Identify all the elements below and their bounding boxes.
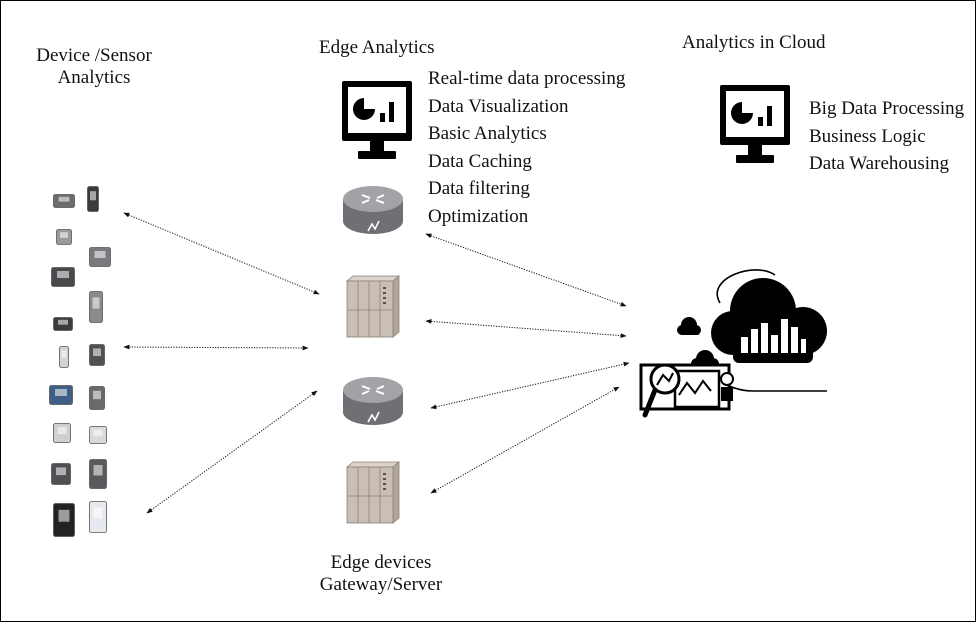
sensor-device-icon xyxy=(49,385,73,405)
cloud-feature-list: Big Data Processing Business Logic Data … xyxy=(809,95,964,178)
cloud-feature-item: Business Logic xyxy=(809,125,926,147)
edge-feature-item: Data Visualization xyxy=(428,95,569,117)
server-rack-icon xyxy=(345,461,401,524)
sensor-device-icon xyxy=(51,463,71,485)
big-cloud-icon xyxy=(711,278,827,363)
sensor-device-icon xyxy=(89,386,105,410)
router-icon xyxy=(343,377,403,425)
cloud-analytics-title: Analytics in Cloud xyxy=(682,32,826,53)
router-icon xyxy=(343,186,403,234)
edge-feature-item: Optimization xyxy=(428,205,529,227)
sensor-device-icon xyxy=(89,459,107,489)
sensor-device-icon xyxy=(89,501,107,533)
cloud-feature-item: Big Data Processing xyxy=(809,98,965,119)
sensor-device-icon xyxy=(53,503,75,537)
device-analytics-title-line2: Analytics xyxy=(57,67,131,88)
cloud-feature-item: Data Warehousing xyxy=(809,153,950,174)
arrow-router2-to-cloud xyxy=(430,361,630,410)
edge-analytics-title: Edge Analytics xyxy=(319,37,435,58)
sensor-device-icon xyxy=(51,267,75,287)
arrow-router-to-cloud xyxy=(425,233,627,307)
sensor-device-icon xyxy=(53,423,71,443)
edge-feature-item: Data filtering xyxy=(428,178,530,199)
analytics-dashboard-icon xyxy=(639,363,734,418)
edge-devices-label: Edge devices Gateway/Server xyxy=(301,552,461,596)
arrow-sensor-to-server xyxy=(123,212,320,295)
cloud-analytics-icon xyxy=(639,269,827,418)
arrow-sensor-to-edge xyxy=(123,344,309,351)
arrow-sensor-to-router xyxy=(146,390,318,514)
small-cloud-icon xyxy=(677,317,701,335)
edge-feature-list: Real-time data processing Data Visualiza… xyxy=(428,65,625,230)
edge-feature-item: Data Caching xyxy=(428,150,532,172)
device-analytics-title-line1: Device /Sensor xyxy=(36,45,152,66)
sensor-device-icon xyxy=(89,426,107,444)
sensor-device-icon xyxy=(59,346,69,368)
sensor-device-icon xyxy=(89,344,105,366)
sensor-device-icon xyxy=(53,317,73,331)
device-analytics-title: Device /Sensor Analytics xyxy=(19,45,169,89)
edge-devices-label-line1: Edge devices xyxy=(330,552,432,573)
server-rack-icon xyxy=(345,275,401,338)
monitor-chart-icon xyxy=(342,81,412,159)
sensor-device-icon xyxy=(53,194,75,208)
edge-devices-label-line2: Gateway/Server xyxy=(319,574,443,595)
monitor-chart-icon xyxy=(720,85,790,163)
sensor-device-icon xyxy=(56,229,72,245)
arrow-server2-to-cloud xyxy=(430,386,620,494)
edge-feature-item: Real-time data processing xyxy=(428,68,626,89)
edge-feature-item: Basic Analytics xyxy=(428,123,547,144)
sensor-device-icon xyxy=(89,291,103,323)
sensor-device-icon xyxy=(89,247,111,267)
sensor-device-icon xyxy=(87,186,99,212)
arrow-server-to-cloud xyxy=(425,319,627,338)
